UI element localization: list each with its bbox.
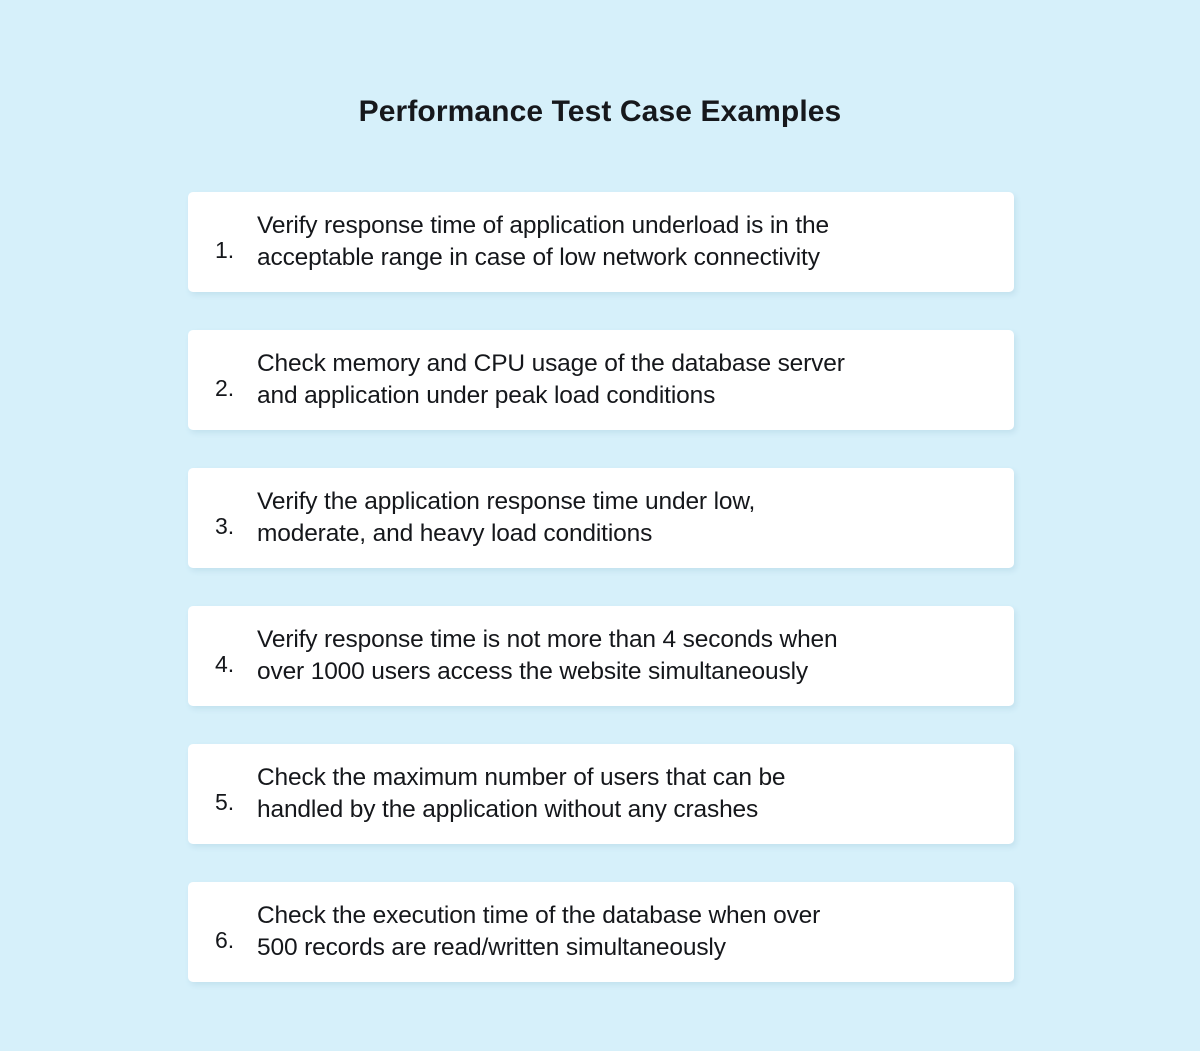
list-item: 6. Check the execution time of the datab… — [188, 882, 1014, 982]
list-item-text: Check the maximum number of users that c… — [257, 764, 786, 823]
list-item: 4. Verify response time is not more than… — [188, 606, 1014, 706]
test-case-list: 1. Verify response time of application u… — [188, 192, 1014, 982]
list-item-text: Verify response time of application unde… — [257, 212, 829, 271]
list-item: 1. Verify response time of application u… — [188, 192, 1014, 292]
list-item-number: 4. — [215, 650, 235, 677]
list-item-number: 5. — [215, 788, 235, 815]
list-item-text: Check the execution time of the database… — [257, 902, 821, 961]
list-item-text: Verify response time is not more than 4 … — [257, 626, 838, 685]
list-item-number: 2. — [215, 374, 235, 401]
page-title: Performance Test Case Examples — [358, 95, 842, 128]
list-item: 5. Check the maximum number of users tha… — [188, 744, 1014, 844]
list-item-text: Verify the application response time und… — [257, 488, 756, 547]
list-item-text: Check memory and CPU usage of the databa… — [257, 350, 845, 409]
list-item-number: 6. — [215, 926, 235, 953]
list-item: 2. Check memory and CPU usage of the dat… — [188, 330, 1014, 430]
list-item-number: 3. — [215, 512, 235, 539]
list-item-number: 1. — [215, 236, 235, 263]
list-item: 3. Verify the application response time … — [188, 468, 1014, 568]
